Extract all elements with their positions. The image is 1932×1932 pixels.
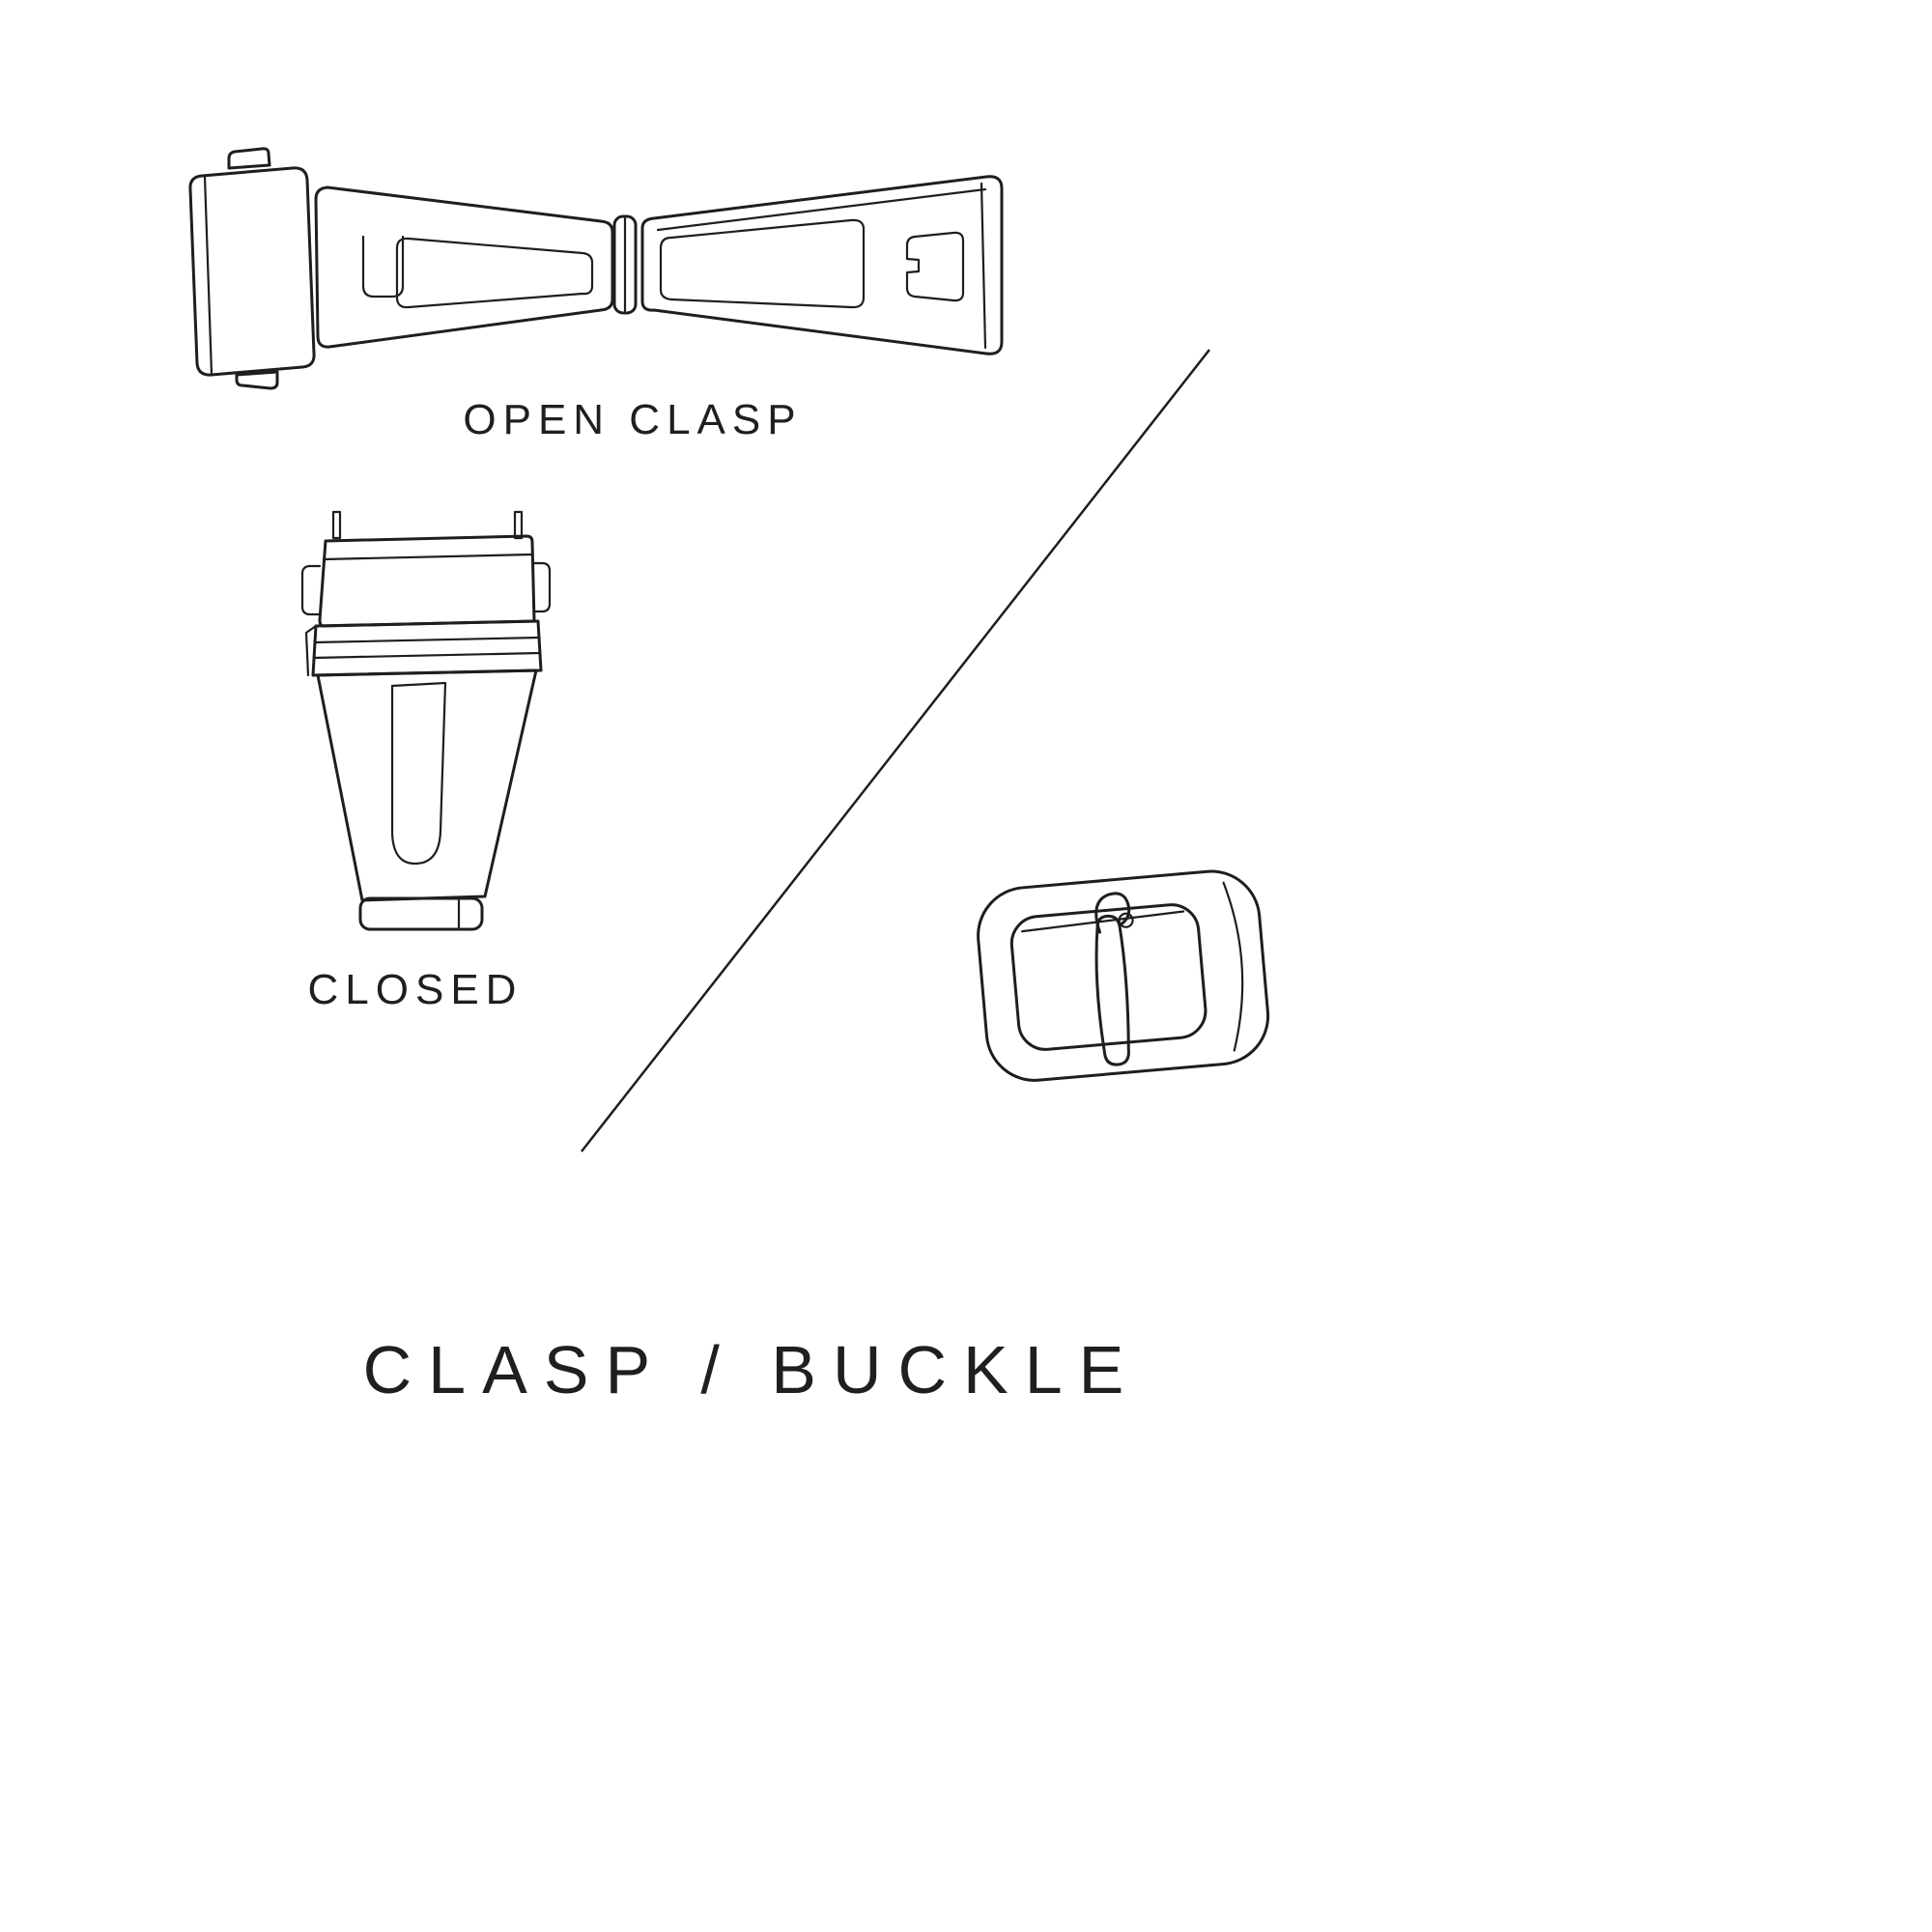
closed-clasp-label: CLOSED — [307, 966, 524, 1013]
open-clasp-icon — [169, 143, 1019, 396]
pin-buckle-icon — [952, 836, 1299, 1125]
closed-clasp-icon — [295, 510, 555, 945]
open-clasp-label: OPEN CLASP — [463, 396, 803, 443]
diagram-title: CLASP / BUCKLE — [362, 1332, 1141, 1407]
diagonal-divider-line — [581, 349, 1210, 1152]
